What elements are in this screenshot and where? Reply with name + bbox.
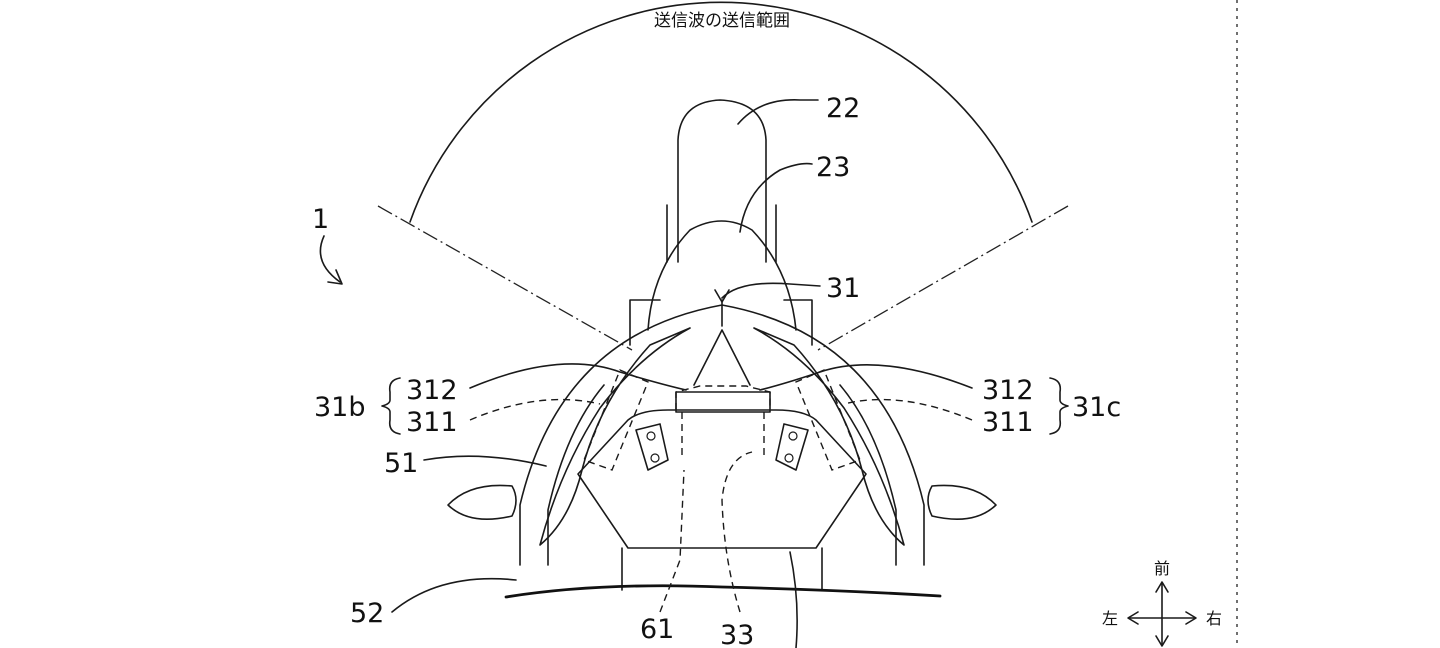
label-upper-cowl: 23: [816, 152, 850, 183]
leader-1: [319, 235, 341, 283]
right-range-boundary: [817, 205, 1069, 351]
leader-33: [721, 451, 753, 613]
left-group-brace: [381, 377, 401, 435]
left-air-duct: [539, 327, 691, 546]
headlight-left-bolt-lower: [650, 453, 660, 463]
leader-1-arrow: [327, 269, 343, 285]
leader-left-311: [469, 398, 601, 421]
leader-22: [737, 99, 819, 125]
center-intake: [693, 299, 751, 386]
left-range-boundary: [377, 205, 633, 351]
headlight-left-bolt-upper: [646, 431, 656, 441]
transmission-range-arc: [409, 1, 1033, 223]
leader-31: [721, 282, 821, 299]
headlight-panel: [577, 409, 867, 549]
right-antenna-311: [795, 369, 861, 471]
leader-52: [391, 577, 517, 613]
label-right-311: 311: [982, 407, 1034, 438]
direction-right: 右: [1206, 609, 1222, 628]
label-headlight-lower: 61: [640, 614, 674, 645]
leader-lower: [789, 551, 798, 648]
windscreen: [677, 99, 767, 263]
transmission-range-caption: 送信波の送信範囲: [654, 11, 790, 31]
fairing-inner-right: [839, 384, 897, 566]
direction-indicator: 前 左 右: [1102, 559, 1222, 647]
leader-left-312: [469, 363, 687, 391]
headlight-left: [635, 423, 669, 471]
right-mirror-mount: [783, 299, 813, 346]
label-lower-cowl: 52: [350, 598, 384, 629]
label-right-group: 31c: [1072, 392, 1121, 423]
leader-right-311: [843, 398, 973, 421]
right-arrow-icon: [1185, 611, 1197, 625]
headlight-right-bolt-upper: [788, 431, 798, 441]
label-right-312: 312: [982, 375, 1034, 406]
leader-right-312: [759, 364, 973, 391]
leader-61: [659, 469, 685, 613]
leader-23: [739, 162, 813, 233]
label-headlight-path: 33: [720, 620, 754, 648]
label-cowl-side: 51: [384, 448, 418, 479]
label-sensor: 31: [826, 273, 860, 304]
label-windscreen: 22: [826, 93, 860, 124]
front-arrow-icon: [1155, 581, 1169, 593]
sensor-unit: [675, 385, 771, 410]
left-antenna-311: [583, 369, 649, 471]
left-arrow-icon: [1127, 611, 1139, 625]
leader-51: [423, 455, 547, 467]
direction-left: 左: [1102, 609, 1118, 628]
label-left-group: 31b: [314, 392, 366, 423]
label-vehicle: 1: [312, 204, 329, 235]
direction-front: 前: [1154, 559, 1170, 578]
label-left-312: 312: [406, 375, 458, 406]
sensor-body: [675, 391, 771, 413]
headlight-right-bolt-lower: [784, 453, 794, 463]
upper-cowl: [647, 220, 797, 331]
leader-31-arrow: [714, 289, 730, 303]
rear-arrow-icon: [1155, 635, 1169, 647]
right-group-brace: [1049, 377, 1069, 435]
lower-cowl-edge: [504, 584, 942, 599]
lower-panel: [621, 547, 823, 591]
fairing-inner-left: [547, 384, 605, 566]
label-left-311: 311: [406, 407, 458, 438]
right-air-duct: [753, 327, 905, 546]
headlight-right: [775, 423, 809, 471]
left-mirror-mount: [629, 299, 661, 346]
front-fairing: [519, 304, 925, 566]
right-turn-signal: [927, 484, 997, 521]
left-turn-signal: [447, 484, 517, 521]
